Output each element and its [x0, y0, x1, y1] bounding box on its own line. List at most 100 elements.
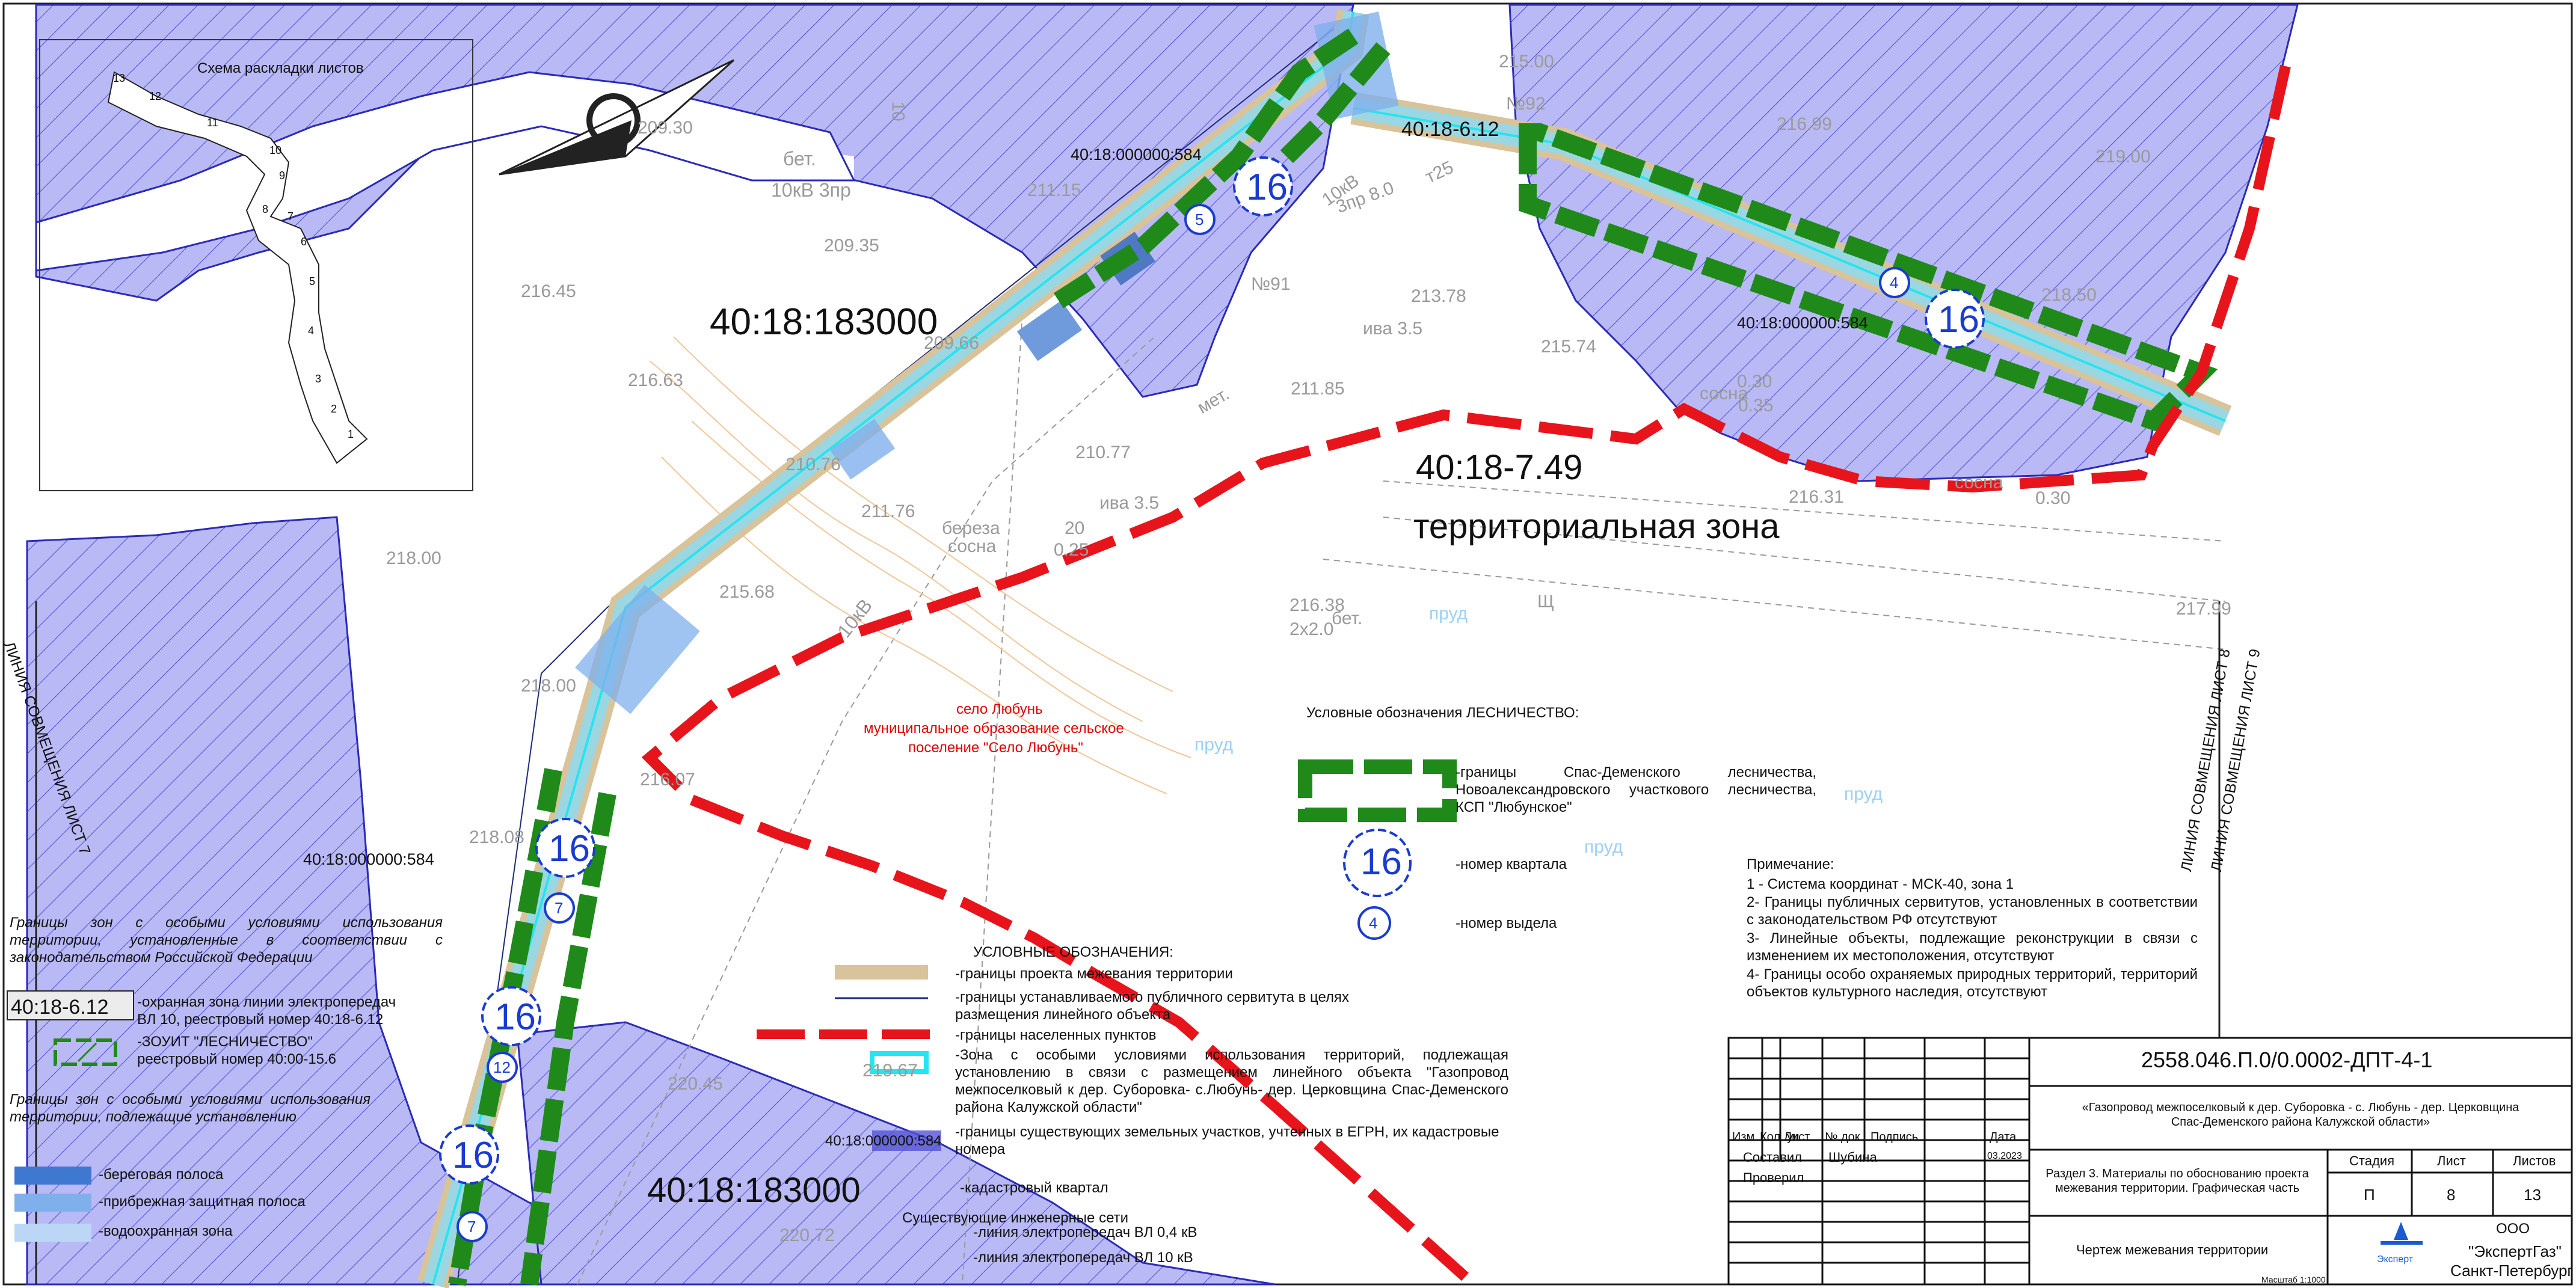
stamp-drawing: Чертеж межевания территории: [2076, 1242, 2269, 1257]
elevation-label: 211.85: [1291, 379, 1345, 399]
pond-label: пруд: [1429, 604, 1468, 624]
elevation-label: 211.76: [861, 501, 915, 521]
stamp-section: Раздел 3. Материалы по обоснованию проек…: [2046, 1167, 2309, 1195]
zone-subtitle: территориальная зона: [1413, 507, 1780, 546]
elevation-label: 220.45: [668, 1074, 723, 1094]
stamp-composed: Составил: [1743, 1150, 1803, 1165]
parcel-label-top: 40:18:000000:584: [1071, 146, 1202, 164]
stamp-org-line2: "ЭкспертГаз": [2468, 1242, 2562, 1260]
sheet-number: 6: [301, 236, 307, 248]
elevation-label: 218.00: [521, 676, 576, 696]
allotment-number: 4: [1890, 274, 1899, 292]
settlement-boundary: [641, 65, 2291, 1288]
forestry-legend-allot: -номер выдела: [1456, 915, 1557, 931]
elevation-label: 217.99: [2176, 599, 2231, 619]
note-2: 2- Границы публичных сервитутов, установ…: [1747, 894, 2198, 928]
servitude-line: [456, 17, 1348, 1285]
survey-annotation: 0.35: [1738, 396, 1774, 416]
stamp-header-doc: № док.: [1825, 1130, 1864, 1144]
sheet-number: 5: [309, 275, 316, 287]
legend-shore: -береговая полоса: [99, 1167, 224, 1183]
stamp-scale: Масштаб 1:1000: [2261, 1275, 2326, 1284]
zone-code-sample: 40:18-6.12: [11, 996, 109, 1019]
company-logo-text: Эксперт: [2377, 1254, 2414, 1265]
allotment-number: 7: [467, 1218, 476, 1236]
sheet-number: 8: [262, 203, 269, 215]
sheet-number: 4: [308, 325, 315, 337]
elevation-label: 215.68: [719, 582, 775, 602]
survey-annotation: сосна: [1700, 384, 1748, 403]
elevation-label: 209.35: [824, 236, 879, 256]
sheet-number: 11: [207, 117, 218, 129]
main-legend-quarter-sample: 40:18:183000: [647, 1171, 861, 1210]
settlement-municipality-2: поселение "Село Любунь": [908, 740, 1083, 756]
forestry-legend-quarter: -номер квартала: [1456, 856, 1567, 872]
stamp-stage: П: [2364, 1186, 2375, 1204]
pond-label: пруд: [1584, 837, 1623, 857]
survey-annotation: 0.30: [2035, 488, 2071, 508]
stamp-header-kol: Кол. уч: [1760, 1130, 1800, 1144]
main-legend-parcel-sample: 40:18:000000:584: [825, 1133, 942, 1149]
elevation-label: 216.99: [1777, 114, 1832, 134]
main-legend-settlements: -границы населенных пунктов: [955, 1027, 1157, 1043]
zone-legend-title: Границы зон с особыми условиями использо…: [10, 915, 443, 966]
survey-annotation: ива 3.5: [1099, 493, 1160, 513]
sheet-number: 12: [149, 90, 162, 102]
elevation-label: 220.72: [779, 1225, 835, 1245]
elevation-label: 213.78: [1411, 286, 1466, 306]
forestry-legend-border: -границы Спас-Деменского лесничества, Но…: [1456, 764, 1816, 815]
elevation-label: 211.15: [1027, 180, 1081, 200]
survey-annotation: 0.25: [1054, 540, 1089, 560]
pond-label: пруд: [1844, 784, 1883, 804]
stamp-object: «Газопровод межпоселковый к дер. Суборов…: [2082, 1101, 2519, 1129]
survey-annotation: бет.: [783, 148, 816, 170]
elevation-label: 209.66: [924, 333, 979, 353]
sheet-number: 3: [315, 373, 322, 385]
company-logo: [2381, 1222, 2423, 1245]
stamp-sheets-header: Листов: [2513, 1153, 2556, 1168]
main-legend-networks: Существующие инженерные сети: [902, 1210, 1129, 1226]
stamp-header-date: Дата: [1990, 1130, 2017, 1144]
survey-annotation: 20: [1065, 518, 1085, 538]
elevation-label: 216.45: [521, 281, 576, 301]
note-3: 3- Линейные объекты, подлежащие реконстр…: [1747, 930, 2198, 964]
settlement-name: село Любунь: [956, 701, 1043, 717]
survey-annotation: береза: [942, 518, 1000, 538]
survey-annotation: сосна: [1955, 473, 2003, 492]
legend-water: -водоохранная зона: [99, 1223, 233, 1239]
main-legend-vl04: -линия электропередач ВЛ 0,4 кВ: [973, 1224, 1197, 1240]
zone-legend-title-2: Границы зон с особыми условиями использо…: [10, 1091, 370, 1125]
notes-title: Примечание:: [1747, 856, 1834, 872]
survey-annotation: сосна: [948, 536, 997, 556]
forest-parcel-left: [27, 289, 361, 878]
elevation-label: 219.67: [862, 1061, 918, 1081]
elevation-label: 215.74: [1541, 337, 1596, 357]
elevation-label: 219.00: [2095, 147, 2151, 167]
stamp-stage-header: Стадия: [2349, 1153, 2394, 1168]
stamp-sheet-header: Лист: [2437, 1153, 2466, 1168]
survey-guides: [577, 312, 2226, 1285]
survey-annotation: №91: [1251, 274, 1291, 294]
main-legend-parcel: -границы существующих земельных участков…: [955, 1124, 1499, 1158]
main-legend-zone: -Зона с особыми условиями использования …: [955, 1047, 1508, 1115]
survey-annotation: Щ: [1537, 592, 1555, 612]
zone-label-749: 40:18-7.49: [1416, 448, 1583, 487]
elevation-label: 216.38: [1290, 595, 1345, 615]
allotment-circles: [456, 204, 1910, 1242]
elevation-label: 218.00: [386, 548, 441, 568]
stamp-header-izm: Изм.: [1732, 1130, 1758, 1144]
quarter-number: 16: [452, 1135, 494, 1176]
survey-annotation: №92: [1506, 94, 1546, 114]
stamp-sheets: 13: [2524, 1186, 2541, 1204]
forestry-legend-title: Условные обозначения ЛЕСНИЧЕСТВО:: [1306, 705, 1579, 721]
quarter-number: 16: [1246, 167, 1288, 208]
stamp-org-line1: ООО: [2496, 1221, 2530, 1237]
pond-label: пруд: [1194, 735, 1234, 755]
allotment-number: 5: [1195, 210, 1204, 228]
quarter-number: 16: [494, 996, 536, 1038]
stamp-date: 03.2023: [1987, 1151, 2022, 1161]
north-arrow-icon: [499, 59, 734, 176]
sheet-scheme-strip: [107, 71, 368, 464]
elevation-label: 216.63: [628, 370, 683, 390]
